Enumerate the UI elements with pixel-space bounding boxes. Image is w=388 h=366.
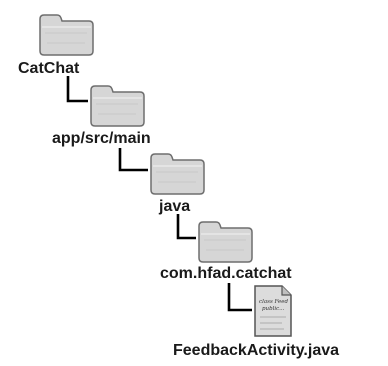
connector-line <box>227 283 252 312</box>
folder-label: app/src/main <box>52 130 151 147</box>
file-label: FeedbackActivity.java <box>173 342 340 359</box>
folder-icon <box>198 221 253 263</box>
connector-line <box>66 76 88 103</box>
connector-line <box>118 148 148 172</box>
java-file-icon: class Feed public... <box>254 285 292 337</box>
connector-line <box>176 214 196 240</box>
folder-label: com.hfad.catchat <box>160 265 292 282</box>
folder-label: CatChat <box>18 60 80 77</box>
folder-label: java <box>159 198 191 215</box>
file-snippet-line: public... <box>262 306 285 312</box>
folder-icon <box>150 153 205 195</box>
file-snippet-line: class Feed <box>259 299 289 305</box>
folder-icon <box>39 14 94 56</box>
folder-icon <box>90 85 145 127</box>
